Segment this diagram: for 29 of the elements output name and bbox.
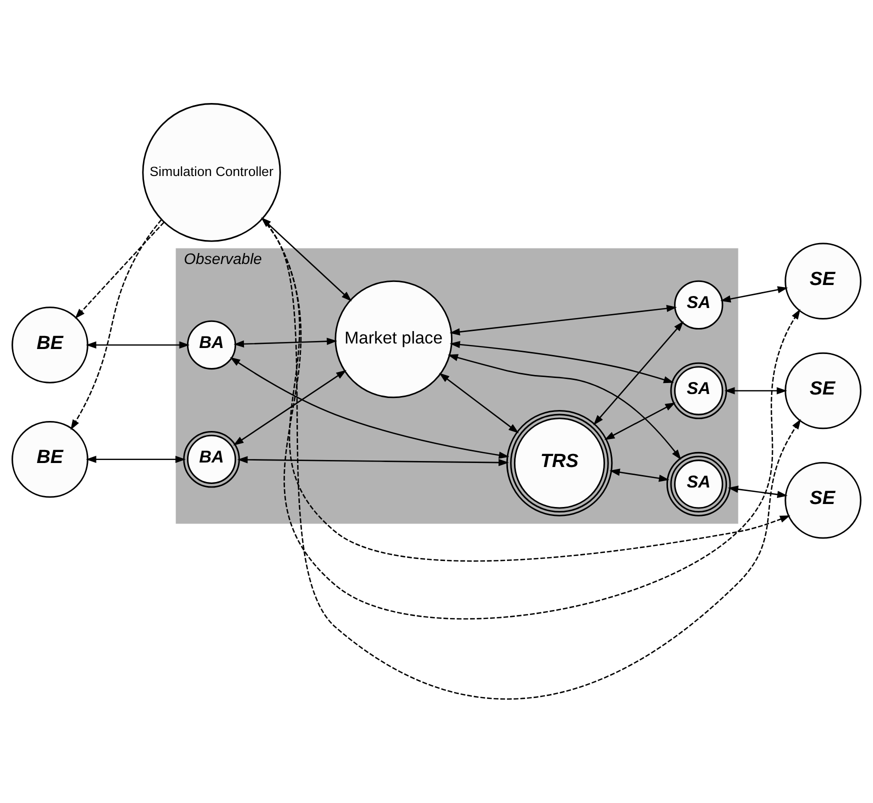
arrow — [234, 338, 338, 348]
node-circle: SA — [670, 362, 728, 420]
arrow — [237, 456, 509, 466]
node-circle: SA — [674, 280, 724, 330]
arrow — [262, 218, 790, 562]
arrow — [86, 456, 186, 463]
arrow — [724, 387, 788, 394]
arrow — [233, 370, 347, 446]
arrow — [728, 486, 788, 498]
node-circle: SA — [666, 452, 731, 516]
node-circle: BE — [12, 420, 88, 498]
arrow — [230, 357, 510, 459]
arrow — [593, 321, 684, 426]
node-circle: Simulation Controller — [142, 103, 281, 242]
arrow — [70, 219, 162, 430]
arrow — [439, 372, 519, 434]
arrow — [720, 286, 788, 302]
arrow — [262, 218, 801, 700]
arrow — [74, 222, 164, 319]
node-circle: BA — [183, 430, 240, 488]
node-circle: SE — [784, 462, 862, 539]
arrow — [86, 341, 190, 349]
arrow — [262, 218, 800, 620]
node-circle: BA — [186, 320, 236, 370]
arrow — [450, 304, 677, 336]
arrow — [610, 468, 670, 482]
arrow — [450, 340, 674, 384]
arrow — [448, 354, 682, 460]
arrow — [604, 402, 676, 440]
